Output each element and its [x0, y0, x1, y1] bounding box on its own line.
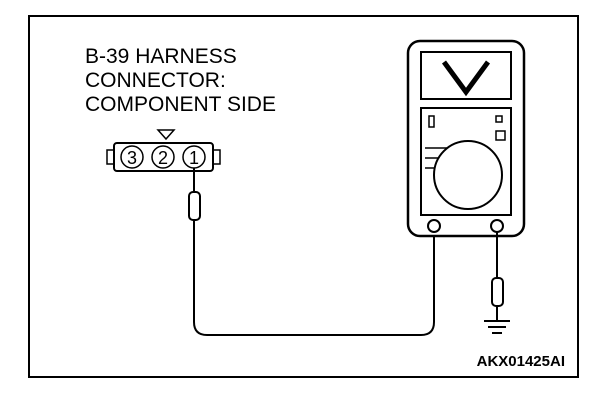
title-line-1: B-39 HARNESS — [85, 45, 237, 68]
mode-indicator — [428, 115, 435, 128]
title-line-2: CONNECTOR: — [85, 69, 226, 92]
figure-code: AKX01425AI — [477, 353, 565, 370]
ground-probe-tip — [491, 277, 504, 307]
figure-frame — [28, 15, 579, 378]
connector-lock-marker — [156, 129, 176, 141]
probe-wire — [193, 220, 435, 336]
pin-label-2: 2 — [158, 148, 168, 168]
connector-pin-2 — [151, 145, 175, 169]
voltage-symbol — [441, 60, 491, 97]
connector-title: B-39 HARNESS CONNECTOR: COMPONENT SIDE — [85, 45, 276, 116]
ground-lead — [484, 232, 510, 334]
mode-button-top — [495, 115, 503, 123]
voltmeter: V — [406, 39, 526, 238]
selector-dial — [433, 140, 503, 210]
ground-icon — [484, 320, 510, 334]
connector-body — [113, 142, 214, 172]
connector-pin-3 — [120, 145, 144, 169]
jack-negative — [427, 219, 441, 233]
probe-lead-pin-1 — [188, 168, 435, 336]
pin-label-1: 1 — [189, 148, 199, 168]
harness-connector: 3 2 1 — [106, 129, 221, 172]
probe-tip — [188, 191, 201, 221]
pin-label-3: 3 — [127, 148, 137, 168]
mode-button-bottom — [495, 130, 506, 141]
jack-positive — [490, 219, 504, 233]
title-line-3: COMPONENT SIDE — [85, 93, 276, 116]
